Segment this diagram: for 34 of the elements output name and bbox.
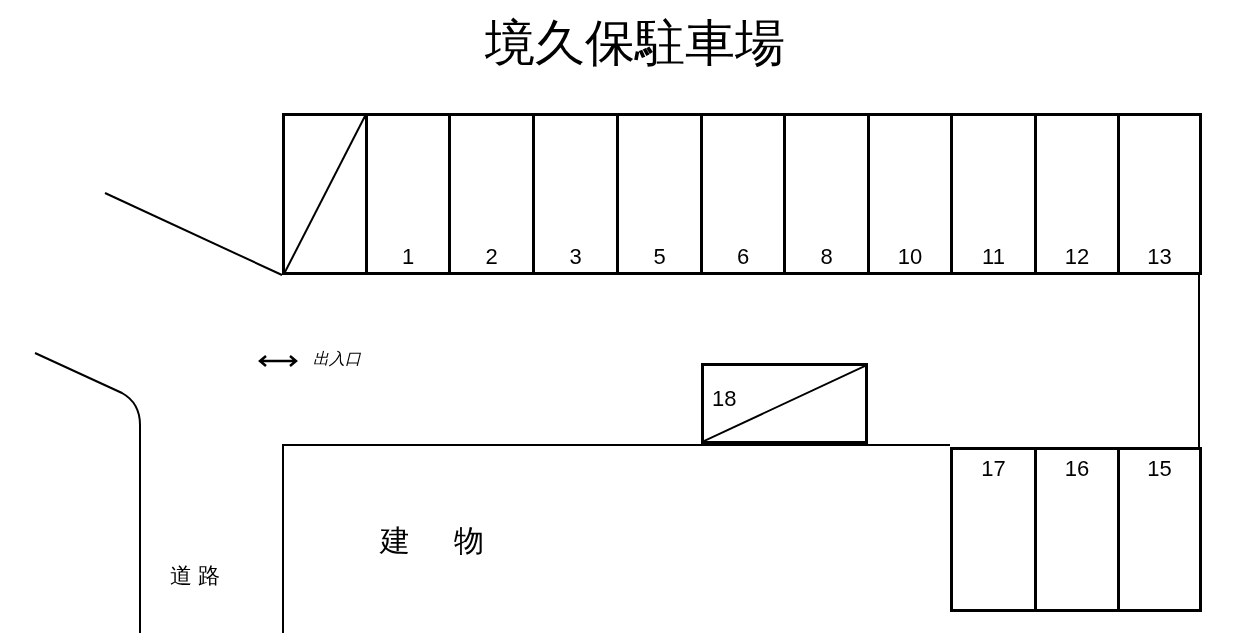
space-number: 15 (1146, 458, 1173, 480)
space-number: 3 (568, 246, 583, 268)
parking-space (1034, 447, 1120, 612)
parking-space (1117, 113, 1202, 275)
space-number: 6 (735, 246, 751, 268)
parking-space (950, 113, 1037, 275)
parking-space (700, 113, 786, 275)
parking-space (783, 113, 870, 275)
space-number: 17 (980, 458, 1007, 480)
entrance-label: 出入口 (313, 351, 361, 367)
building-label: 建 物 (380, 526, 503, 556)
building-outline (282, 444, 950, 633)
parking-space (701, 363, 868, 444)
space-number: 2 (484, 246, 499, 268)
title: 境久保駐車場 (485, 18, 785, 68)
parking-space (532, 113, 619, 275)
space-number: 16 (1063, 458, 1091, 480)
space-number: 10 (896, 246, 924, 268)
space-number: 1 (400, 246, 416, 268)
space-number: 11 (981, 246, 1006, 268)
parking-space (1117, 447, 1202, 612)
space-number: 5 (652, 246, 667, 268)
space-number: 13 (1146, 246, 1173, 268)
space-number: 18 (712, 388, 737, 410)
parking-space (448, 113, 535, 275)
parking-space (365, 113, 451, 275)
road-label: 道 路 (170, 565, 221, 587)
parking-space (950, 447, 1037, 612)
parking-space (867, 113, 953, 275)
parking-space (1034, 113, 1120, 275)
space-number: 8 (819, 246, 834, 268)
parking-space (282, 113, 368, 275)
parking-space (616, 113, 703, 275)
space-number: 12 (1063, 246, 1091, 268)
